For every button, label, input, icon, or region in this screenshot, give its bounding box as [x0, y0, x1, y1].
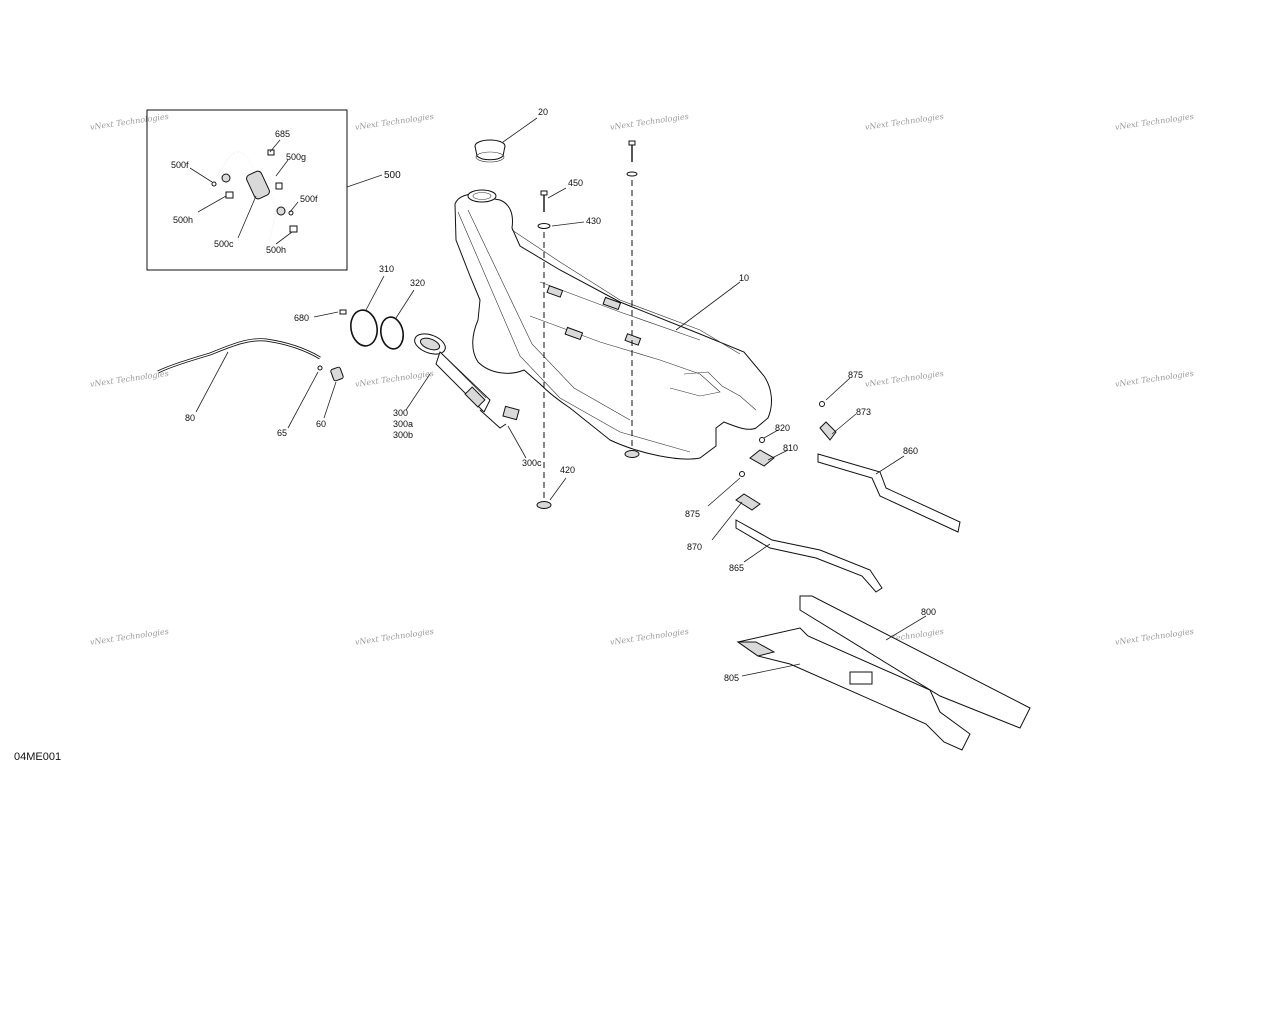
callout-860: 860	[903, 446, 918, 456]
callout-500c: 500c	[214, 239, 234, 249]
cap-500h-a	[225, 191, 234, 199]
watermark: vNext Technologies	[1114, 369, 1194, 389]
watermark: vNext Technologies	[89, 112, 169, 132]
callout-10: 10	[739, 273, 749, 283]
tank-body	[454, 193, 772, 460]
vent-hose-80	[157, 338, 321, 413]
watermark: vNext Technologies	[609, 627, 689, 647]
watermark: vNext Technologies	[89, 627, 169, 647]
heat-shield-800	[799, 595, 1031, 729]
callout-500h-a: 500h	[173, 215, 193, 225]
bolt-450	[540, 187, 567, 212]
callout-300c: 300c	[522, 458, 542, 468]
fuel-cap	[474, 117, 538, 163]
callout-805: 805	[724, 673, 739, 683]
callout-500h-b: 500h	[266, 245, 286, 255]
clip-65	[287, 365, 323, 429]
callout-320: 320	[410, 278, 425, 288]
callout-450: 450	[568, 178, 583, 188]
seal-310	[350, 275, 385, 347]
bracket-860	[817, 453, 961, 533]
pin-500f	[211, 181, 217, 187]
cap-500h-b	[289, 225, 298, 233]
callout-80: 80	[185, 413, 195, 423]
screw-820	[759, 429, 779, 443]
callout-420: 420	[560, 465, 575, 475]
clamp-870	[711, 493, 761, 541]
callout-500: 500	[384, 170, 401, 181]
callout-300a: 300a	[393, 419, 413, 429]
bracket-865	[735, 519, 883, 593]
clip-875-upper	[819, 377, 851, 407]
callout-875-b: 875	[685, 509, 700, 519]
inset-frame	[146, 109, 348, 271]
fuel-pump	[405, 333, 527, 459]
pin-500f-b	[288, 210, 294, 216]
clamp-500f-a	[221, 173, 231, 183]
callout-500g: 500g	[286, 152, 306, 162]
callout-870: 870	[687, 542, 702, 552]
heat-shield-805	[736, 627, 971, 751]
watermark: vNext Technologies	[864, 112, 944, 132]
callout-873: 873	[856, 407, 871, 417]
seal-320	[380, 289, 415, 350]
screw-680	[313, 309, 347, 318]
callout-300: 300	[393, 408, 408, 418]
callout-685: 685	[275, 129, 290, 139]
callout-60: 60	[316, 419, 326, 429]
watermark: vNext Technologies	[609, 112, 689, 132]
watermark: vNext Technologies	[1114, 627, 1194, 647]
callout-65: 65	[277, 428, 287, 438]
watermark: vNext Technologies	[354, 627, 434, 647]
watermark: vNext Technologies	[864, 369, 944, 389]
callout-430: 430	[586, 216, 601, 226]
clamp-873	[819, 413, 857, 441]
callout-865: 865	[729, 563, 744, 573]
callout-680: 680	[294, 313, 309, 323]
screw-685	[267, 149, 275, 156]
callout-310: 310	[379, 264, 394, 274]
callout-500f-b: 500f	[300, 194, 318, 204]
clamp-500f-b	[276, 206, 286, 216]
top-bolt	[626, 140, 638, 177]
cap-500g	[275, 182, 283, 190]
grommet-420	[536, 450, 640, 509]
valve-60	[323, 366, 344, 419]
clip-810	[749, 449, 789, 467]
callout-20: 20	[538, 107, 548, 117]
callout-875-a: 875	[848, 370, 863, 380]
clip-875-lower	[707, 471, 745, 507]
callout-820: 820	[775, 423, 790, 433]
filter-500c	[246, 170, 270, 200]
watermark: vNext Technologies	[89, 369, 169, 389]
watermark: vNext Technologies	[354, 112, 434, 132]
callout-800: 800	[921, 607, 936, 617]
callout-810: 810	[783, 443, 798, 453]
callout-300b: 300b	[393, 430, 413, 440]
callout-500f-a: 500f	[171, 160, 189, 170]
inset-500	[146, 109, 383, 271]
drawing-code: 04ME001	[14, 751, 61, 763]
washer-430	[537, 221, 585, 229]
fuel-tank	[454, 189, 772, 460]
watermark: vNext Technologies	[1114, 112, 1194, 132]
callout-labels: 20 685 500g 500f 500f 500h 500h 500c 500…	[171, 107, 936, 683]
